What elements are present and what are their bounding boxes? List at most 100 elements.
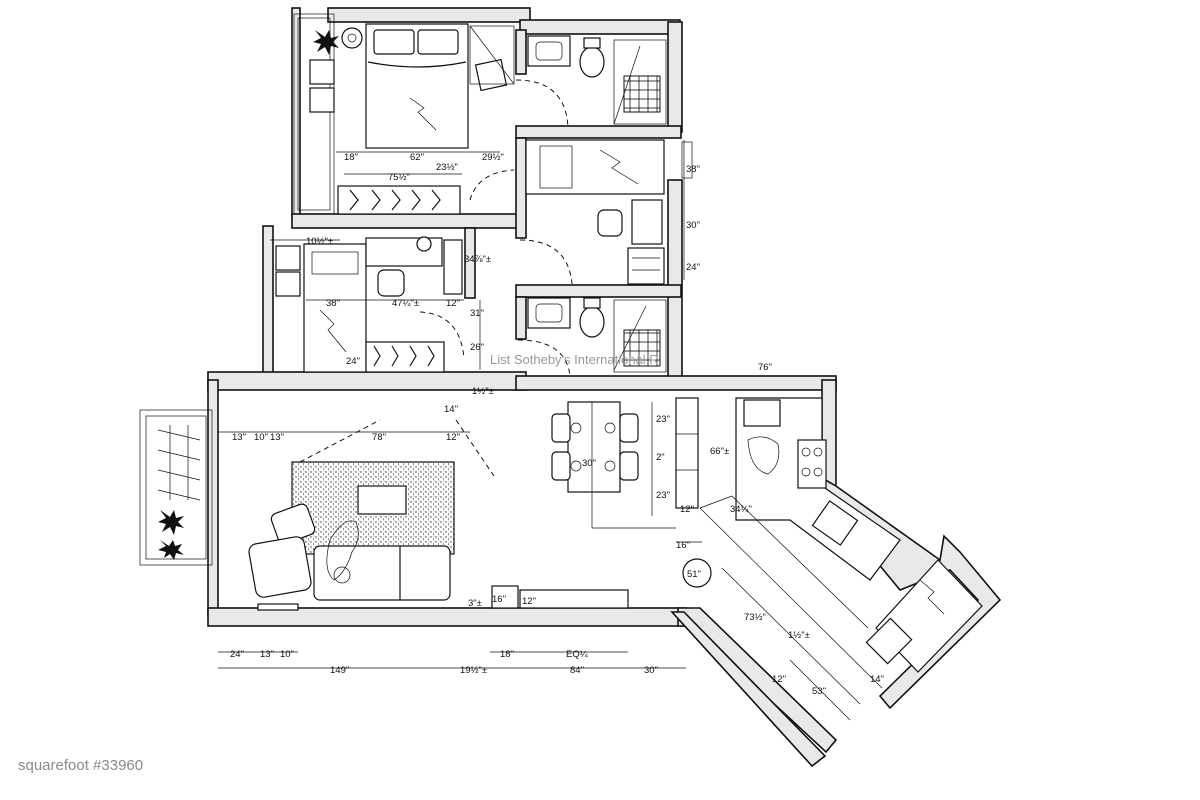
dim-label: 62" <box>410 152 424 163</box>
dim-label: 23½" <box>436 162 458 173</box>
dim-label: 38" <box>326 298 340 309</box>
dim-label: 47¼"± <box>392 298 419 309</box>
sink-icon <box>527 35 571 67</box>
dim-label: 38" <box>686 164 700 175</box>
dim-label: 19½"± <box>460 665 487 676</box>
dim-label: 3"± <box>468 598 482 609</box>
dim-label: 2" <box>656 452 665 463</box>
chair-icon <box>551 413 571 443</box>
dim-label: 14" <box>444 404 458 415</box>
master-balcony <box>293 13 335 215</box>
dim-label: 73½" <box>744 612 766 623</box>
dim-label: 12" <box>446 432 460 443</box>
chair-icon <box>377 269 405 297</box>
dim-label: 12" <box>522 596 536 607</box>
dim-label: 16" <box>492 594 506 605</box>
dim-label: 34¼" <box>730 504 752 515</box>
dim-label: 10½"± <box>306 236 333 247</box>
sink-icon <box>865 617 913 665</box>
dim-label: 13" <box>260 649 274 660</box>
tv-icon <box>357 485 407 515</box>
chair-icon <box>619 413 639 443</box>
dim-label: 76" <box>758 362 772 373</box>
stove-icon <box>797 439 827 489</box>
dim-label: 16" <box>676 540 690 551</box>
dim-label: 14" <box>870 674 884 685</box>
sink-icon <box>743 399 781 427</box>
bathroom-2 <box>517 297 667 377</box>
wardrobe <box>337 185 461 215</box>
dim-label: 13" <box>270 432 284 443</box>
dim-label: 10" <box>254 432 268 443</box>
utility-room <box>865 559 983 673</box>
dim-label: 24" <box>686 262 700 273</box>
bedroom-2 <box>519 139 693 285</box>
watermark-text: List Sotheby's International R <box>490 352 659 367</box>
dim-label: 24" <box>346 356 360 367</box>
chair-icon <box>551 451 571 481</box>
double-bed <box>365 23 469 149</box>
cushion-icon <box>275 245 301 271</box>
desk-icon <box>631 199 663 245</box>
dimension-marker <box>682 558 712 588</box>
dim-label: 75½" <box>388 172 410 183</box>
armchair <box>248 536 312 598</box>
living-balcony <box>139 409 213 566</box>
cushion-icon <box>474 58 508 92</box>
dim-label: 78" <box>372 432 386 443</box>
person-icon <box>326 520 359 581</box>
wardrobe <box>365 341 445 373</box>
toilet-icon <box>579 306 605 338</box>
dim-label: 12" <box>680 504 694 515</box>
bathroom-1 <box>527 35 667 125</box>
dim-label: 23" <box>656 414 670 425</box>
shower-icon <box>613 39 667 125</box>
kitchen <box>682 397 901 689</box>
dim-label: 34⅞"± <box>464 254 491 265</box>
single-bed <box>303 243 367 373</box>
chair-icon <box>597 209 623 237</box>
image-caption: squarefoot #33960 <box>18 757 144 774</box>
dim-label: 1½"± <box>472 386 494 397</box>
dim-label: 23" <box>656 490 670 501</box>
dim-label: 66"± <box>710 446 729 457</box>
single-bed <box>525 139 665 195</box>
dimension-lines <box>218 140 861 721</box>
dining-table <box>551 401 639 493</box>
dim-label: 24" <box>230 649 244 660</box>
dim-label: 10" <box>280 649 294 660</box>
cushion-icon <box>309 87 335 113</box>
sink-icon <box>527 297 571 329</box>
dim-label: 1½"± <box>788 630 810 641</box>
dim-label: 18" <box>344 152 358 163</box>
sofa <box>313 545 451 601</box>
dim-label: 18" <box>500 649 514 660</box>
dim-label: 13" <box>232 432 246 443</box>
master-bedroom <box>309 23 569 215</box>
dim-label: EQ¼ <box>566 649 589 660</box>
dim-label: 12" <box>772 674 786 685</box>
cushion-icon <box>309 59 335 85</box>
dim-label: 53" <box>812 686 826 697</box>
dim-label: 149" <box>330 665 349 676</box>
dim-label: 12" <box>446 298 460 309</box>
dim-label: 29½" <box>482 152 504 163</box>
lamp-icon <box>416 236 432 252</box>
dim-label: 30" <box>582 458 596 469</box>
dim-label: 30" <box>686 220 700 231</box>
bedroom-3 <box>275 236 465 373</box>
cushion-icon <box>275 271 301 297</box>
dim-label: 31" <box>470 308 484 319</box>
dim-label: 30" <box>644 665 658 676</box>
living-room <box>248 397 699 611</box>
dimension-labels: 18" 62" 23½" 29½" 75½" 38" 30" 24" 10½"±… <box>230 152 884 697</box>
lamp-icon <box>341 27 363 49</box>
toilet-icon <box>579 46 605 78</box>
dim-label: 84" <box>570 665 584 676</box>
plant-icon <box>158 510 184 560</box>
plant-icon <box>313 30 339 55</box>
person-icon <box>747 436 780 475</box>
dim-label: 51" <box>687 569 701 580</box>
wardrobe <box>627 247 665 285</box>
